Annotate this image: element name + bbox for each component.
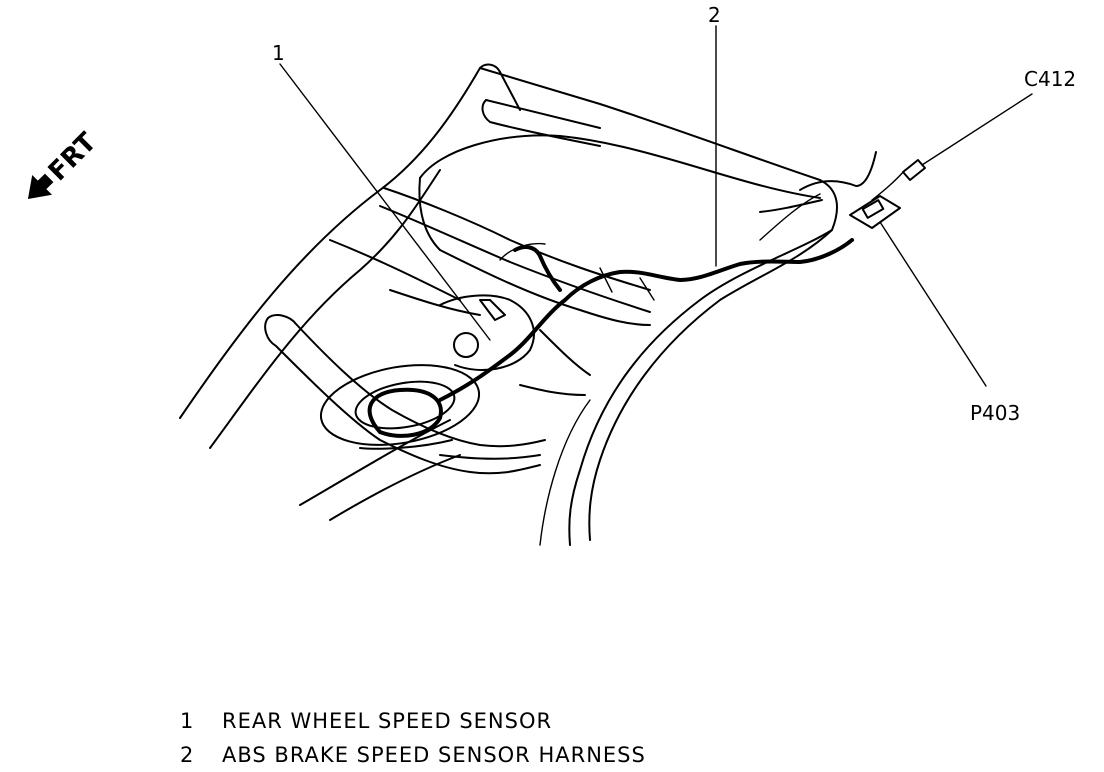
callout-1: 1 [272,41,285,65]
legend-item: 2 ABS BRAKE SPEED SENSOR HARNESS [180,738,646,772]
front-direction-indicator: FRT [27,127,103,200]
abs-harness [367,151,926,438]
callout-p403: P403 [970,401,1020,425]
legend-item: 1 REAR WHEEL SPEED SENSOR [180,704,646,738]
legend-number: 2 [180,743,195,767]
callout-c412: C412 [1024,67,1076,91]
leader-line-c412 [921,93,1033,166]
arrow-left-icon [27,173,54,200]
leader-line-1 [279,63,491,341]
leader-lines [279,25,1033,387]
legend-number: 1 [180,709,195,733]
legend-text: ABS BRAKE SPEED SENSOR HARNESS [222,743,646,767]
vehicle-body-outline [179,63,838,546]
callout-2: 2 [708,3,721,27]
legend-text: REAR WHEEL SPEED SENSOR [222,709,553,733]
legend: 1 REAR WHEEL SPEED SENSOR 2 ABS BRAKE SP… [180,704,646,772]
leader-line-p403 [879,221,987,387]
frt-label: FRT [43,127,103,187]
